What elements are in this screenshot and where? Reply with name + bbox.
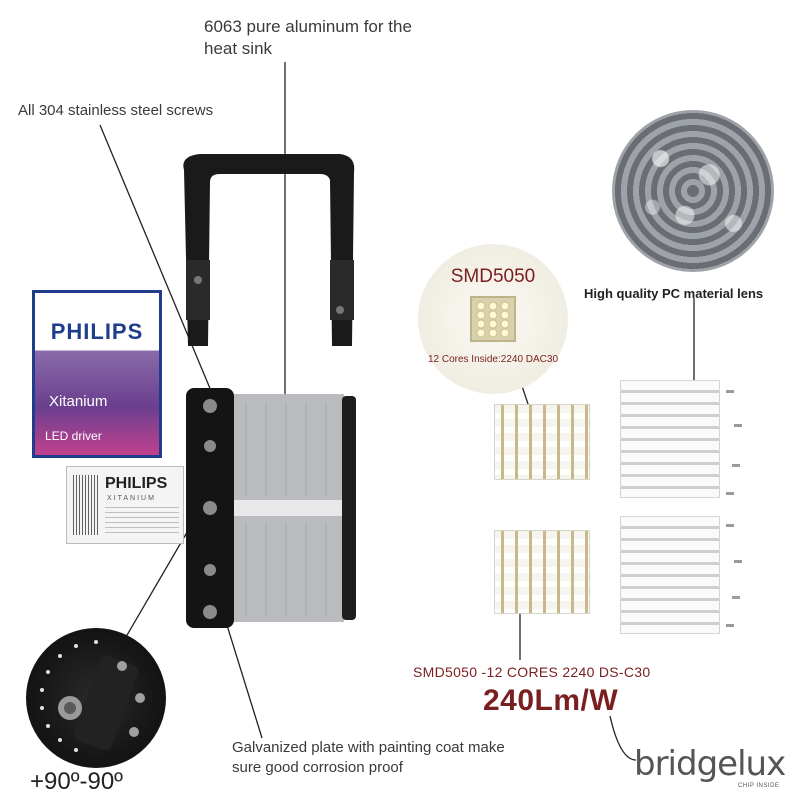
smd5050-chip-circle: SMD5050 12 Cores Inside:2240 DAC30 — [418, 244, 568, 394]
lens-panel-top — [620, 380, 720, 498]
efficacy-value: 240Lm/W — [483, 684, 619, 717]
lens-closeup-image — [612, 110, 774, 272]
card-series: XITANIUM — [107, 495, 156, 502]
philips-driver-box: PHILIPS Xitanium LED driver — [32, 290, 162, 458]
lens-screws-graphic — [726, 390, 742, 627]
lens-panel-bottom — [620, 516, 720, 634]
led-chip-graphic — [470, 296, 516, 342]
heat-sink-callout: 6063 pure aluminum for the heat sink — [204, 17, 412, 58]
bridgelux-logo: bridgelux — [634, 744, 786, 784]
driver-series: Xitanium — [49, 393, 108, 410]
card-brand: PHILIPS — [105, 475, 168, 492]
led-cores-graphic — [476, 301, 510, 338]
lamp-body-image — [186, 388, 356, 628]
pivot-disc-image — [26, 628, 166, 768]
led-board-bottom — [494, 530, 590, 614]
bridgelux-tagline: CHIP INSIDE — [738, 783, 780, 789]
screws-callout: All 304 stainless steel screws — [18, 102, 214, 119]
pivot-detail-graphic — [40, 640, 145, 752]
driver-type: LED driver — [45, 429, 102, 443]
philips-logo: PHILIPS — [50, 319, 144, 344]
chip-title: SMD5050 — [450, 266, 536, 287]
rotation-angle-text: +90º-90º — [30, 768, 123, 795]
lens-caption: High quality PC material lens — [584, 286, 764, 301]
barcode-graphic — [73, 475, 99, 535]
led-spec-line: SMD5050 -12 CORES 2240 DS-C30 — [413, 664, 651, 680]
mounting-bracket-image — [183, 154, 355, 346]
galvanized-callout: Galvanized plate with painting coat make… — [232, 739, 505, 776]
driver-label-card: PHILIPS XITANIUM — [66, 466, 184, 544]
led-board-top — [494, 404, 590, 480]
chip-caption: 12 Cores Inside:2240 DAC30 — [427, 354, 559, 365]
fine-print-graphic — [105, 507, 179, 537]
